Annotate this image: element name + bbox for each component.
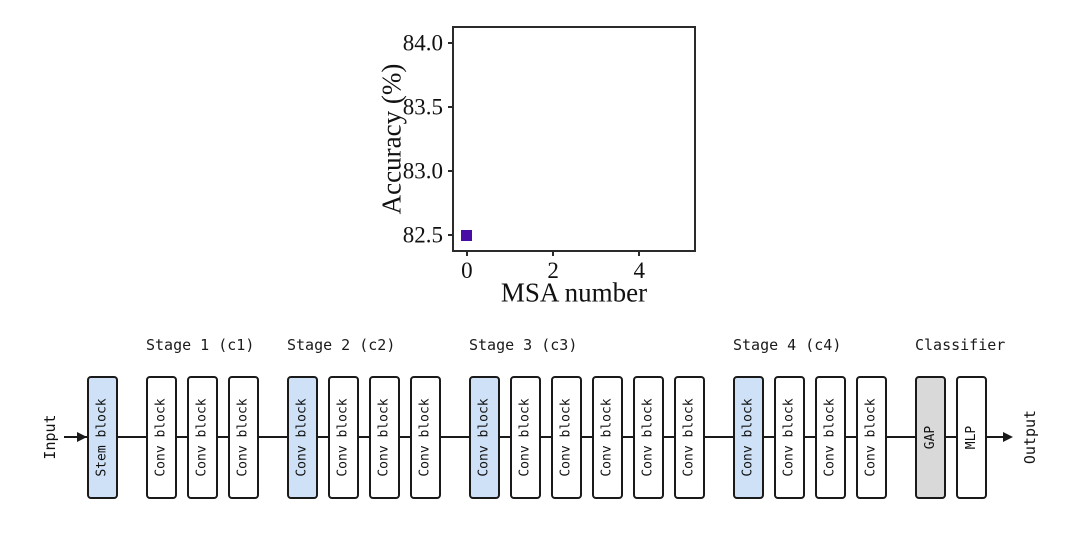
diagram-block-conv-block: Conv block (551, 376, 582, 499)
y-tick (448, 233, 454, 236)
diagram-block-conv-block: Conv block (369, 376, 400, 499)
block-label: Conv block (559, 398, 574, 477)
input-label: Input (41, 414, 59, 460)
diagram-block-conv-block: Conv block (733, 376, 764, 499)
block-label: Conv block (418, 398, 433, 477)
block-label: Conv block (377, 398, 392, 477)
block-label: Conv block (641, 398, 656, 477)
y-tick-label: 83.5 (402, 94, 443, 120)
block-label: Conv block (336, 398, 351, 477)
y-tick-label: 82.5 (402, 222, 443, 248)
diagram-block-conv-block: Conv block (856, 376, 887, 499)
block-label: Conv block (236, 398, 251, 477)
block-label: Conv block (195, 398, 210, 477)
y-tick-label: 84.0 (402, 30, 443, 56)
block-label: Conv block (600, 398, 615, 477)
stage-label: Stage 2 (c2) (287, 336, 396, 354)
block-label: Conv block (477, 398, 492, 477)
block-label: MLP (963, 425, 979, 450)
block-label: Stem block (95, 398, 110, 477)
diagram-block-conv-block: Conv block (633, 376, 664, 499)
x-axis-label: MSA number (500, 277, 648, 308)
diagram-block-stem-block: Stem block (87, 376, 118, 499)
data-point-marker (461, 230, 473, 242)
diagram-block-conv-block: Conv block (469, 376, 500, 499)
y-tick-label: 83.0 (402, 158, 443, 184)
output-arrowhead-icon (1003, 432, 1013, 442)
diagram-block-conv-block: Conv block (228, 376, 259, 499)
diagram-block-conv-block: Conv block (187, 376, 218, 499)
stage-label: Stage 1 (c1) (146, 336, 255, 354)
block-label: Conv block (823, 398, 838, 477)
x-tick (638, 250, 641, 256)
block-label: Conv block (864, 398, 879, 477)
x-tick (465, 250, 468, 256)
stage-label: Stage 3 (c3) (469, 336, 578, 354)
x-tick-label: 4 (633, 258, 646, 283)
y-tick (448, 169, 454, 172)
diagram-block-conv-block: Conv block (287, 376, 318, 499)
stage-label: Classifier (915, 336, 1006, 354)
diagram-block-conv-block: Conv block (592, 376, 623, 499)
diagram-block-conv-block: Conv block (815, 376, 846, 499)
x-tick-label: 0 (461, 258, 473, 283)
output-label: Output (1021, 409, 1039, 465)
y-tick (448, 106, 454, 109)
y-tick (448, 42, 454, 45)
diagram-block-gap: GAP (915, 376, 946, 499)
diagram-block-conv-block: Conv block (328, 376, 359, 499)
block-label: Conv block (741, 398, 756, 477)
diagram-block-conv-block: Conv block (674, 376, 705, 499)
block-label: Conv block (154, 398, 169, 477)
block-label: Conv block (295, 398, 310, 477)
diagram-block-conv-block: Conv block (146, 376, 177, 499)
diagram-block-conv-block: Conv block (774, 376, 805, 499)
block-label: GAP (922, 425, 938, 450)
block-label: Conv block (682, 398, 697, 477)
stage-label: Stage 4 (c4) (733, 336, 842, 354)
diagram-block-conv-block: Conv block (410, 376, 441, 499)
diagram-block-mlp: MLP (956, 376, 987, 499)
x-tick-label: 2 (547, 258, 559, 283)
plot-area: 0 2 4 82.5 83.0 83.5 84.0 (403, 26, 696, 282)
block-label: Conv block (518, 398, 533, 477)
input-arrowhead-icon (77, 432, 87, 442)
block-label: Conv block (782, 398, 797, 477)
diagram-block-conv-block: Conv block (510, 376, 541, 499)
x-tick (552, 250, 555, 256)
